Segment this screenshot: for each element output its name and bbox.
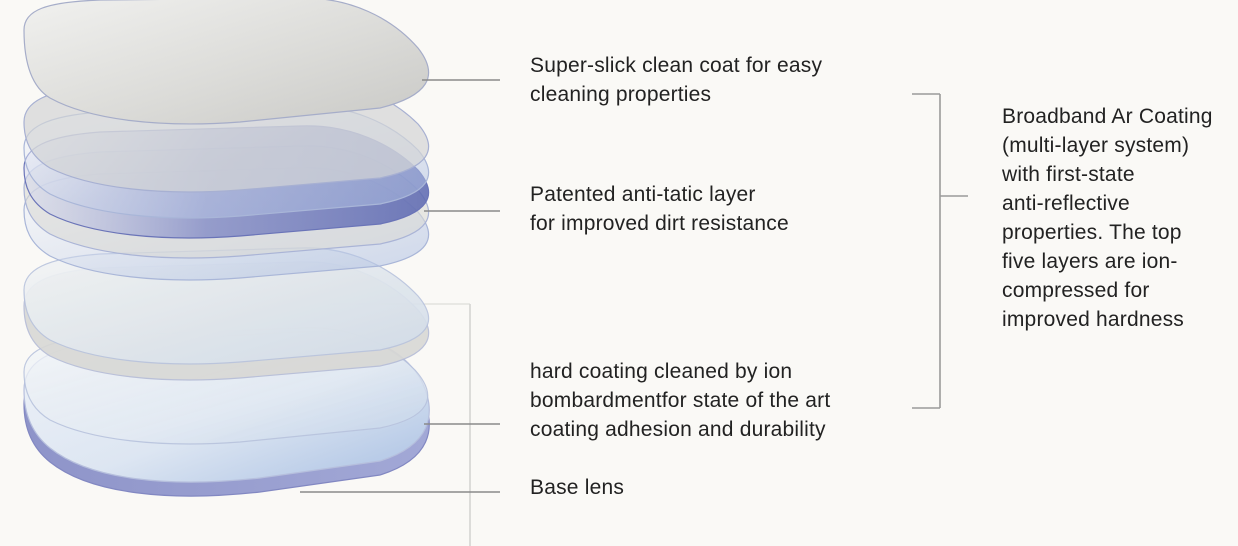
hard-coating-layer-1 xyxy=(23,247,430,381)
label-hard-coating-line-1: hard coating cleaned by ion xyxy=(530,360,793,383)
label-clean-coat-line-1: Super-slick clean coat for easy xyxy=(530,54,823,77)
label-ar-coating: Broadband Ar Coating (multi-layer system… xyxy=(1002,102,1213,334)
ar-coating-bracket xyxy=(912,93,968,409)
label-clean-coat: Super-slick clean coat for easy cleaning… xyxy=(530,51,822,109)
label-base-lens-line-1: Base lens xyxy=(530,476,625,499)
label-hard-coating-line-3: coating adhesion and durability xyxy=(530,418,826,441)
label-anti-static-line-1: Patented anti-tatic layer xyxy=(530,183,756,206)
label-ar-coating-line-2: (multi-layer system) xyxy=(1002,134,1190,157)
label-ar-coating-line-7: compressed for xyxy=(1002,279,1150,302)
clean-coat-layer xyxy=(23,0,430,125)
label-hard-coating-line-2: bombardmentfor state of the art xyxy=(530,389,831,412)
label-clean-coat-line-2: cleaning properties xyxy=(530,83,712,106)
label-hard-coating: hard coating cleaned by ion bombardmentf… xyxy=(530,357,830,444)
label-ar-coating-line-3: with first-state xyxy=(1002,163,1135,186)
label-ar-coating-line-8: improved hardness xyxy=(1002,308,1184,331)
label-ar-coating-line-5: properties. The top xyxy=(1002,221,1182,244)
label-base-lens: Base lens xyxy=(530,473,624,502)
label-anti-static-line-2: for improved dirt resistance xyxy=(530,212,789,235)
label-ar-coating-line-1: Broadband Ar Coating xyxy=(1002,105,1213,128)
label-ar-coating-line-6: five layers are ion- xyxy=(1002,250,1178,273)
label-ar-coating-line-4: anti-reflective xyxy=(1002,192,1130,215)
label-anti-static: Patented anti-tatic layer for improved d… xyxy=(530,180,789,238)
